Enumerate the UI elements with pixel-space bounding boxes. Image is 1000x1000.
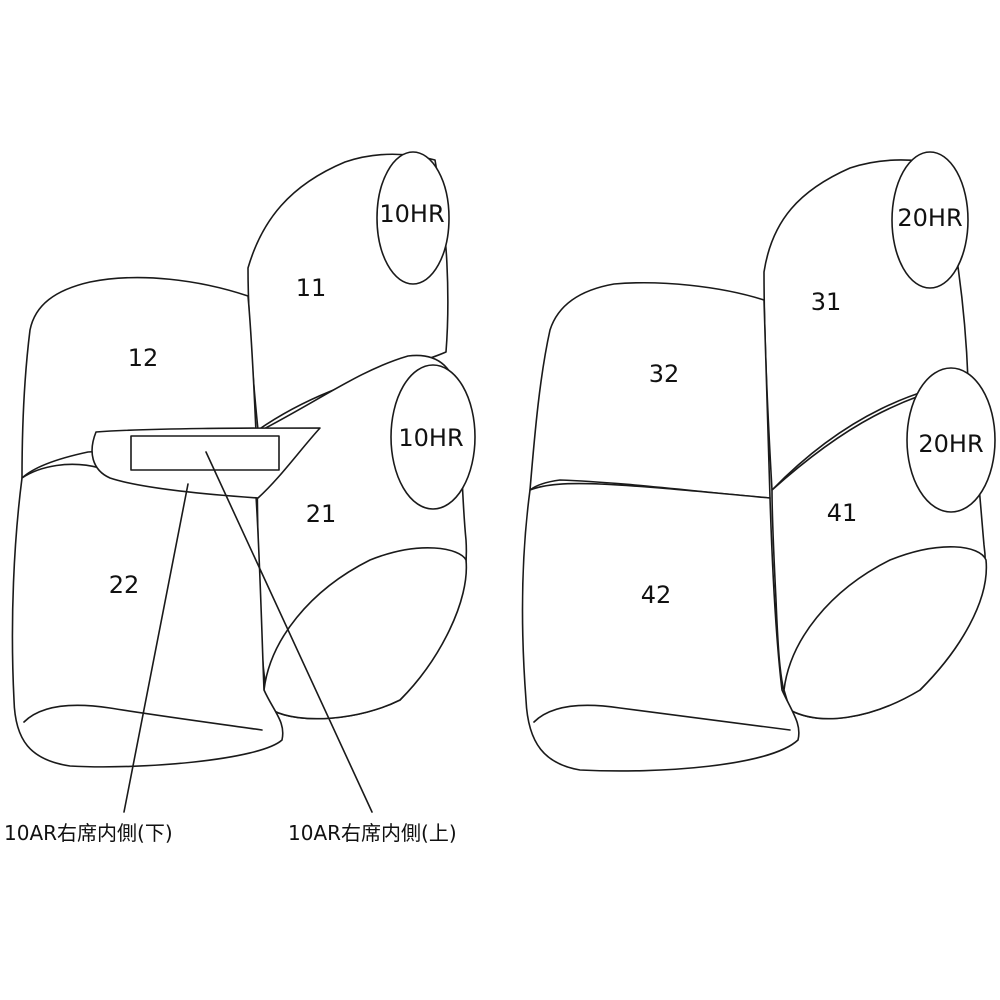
right-back-left-panel xyxy=(529,282,771,499)
callout-line-lower xyxy=(123,483,189,813)
label-left-back-left: 12 xyxy=(128,344,159,372)
callout-label-lower: 10AR右席内側(下) xyxy=(4,821,173,845)
label-right-back-left: 32 xyxy=(649,360,680,388)
label-left-back-upper: 11 xyxy=(296,274,327,302)
callout-line-upper xyxy=(205,451,373,813)
right-cushion-front-seam xyxy=(533,704,791,731)
right-upper-headrest xyxy=(891,151,969,289)
left-lower-headrest xyxy=(390,364,476,510)
label-right-cushion-left: 42 xyxy=(641,581,672,609)
label-right-upper-headrest: 20HR xyxy=(897,204,962,232)
label-right-cushion-right: 41 xyxy=(827,499,858,527)
label-left-cushion-right: 21 xyxy=(306,500,337,528)
armrest-inner-panel xyxy=(130,435,280,471)
right-seat-group xyxy=(521,151,996,772)
label-right-back-upper: 31 xyxy=(811,288,842,316)
label-left-lower-headrest: 10HR xyxy=(398,424,463,452)
right-cushion-right-roll xyxy=(783,546,988,720)
label-right-lower-headrest: 20HR xyxy=(918,430,983,458)
left-upper-headrest xyxy=(376,151,450,285)
left-cushion-right-roll xyxy=(263,547,468,720)
left-cushion-left-panel xyxy=(11,463,284,768)
left-cushion-front-seam xyxy=(23,704,263,731)
left-seat-group xyxy=(11,151,476,813)
callout-label-upper: 10AR右席内側(上) xyxy=(288,821,457,845)
right-lower-headrest xyxy=(906,367,996,513)
label-left-cushion-left: 22 xyxy=(109,571,140,599)
right-cushion-left-panel xyxy=(521,482,800,772)
label-left-upper-headrest: 10HR xyxy=(379,200,444,228)
